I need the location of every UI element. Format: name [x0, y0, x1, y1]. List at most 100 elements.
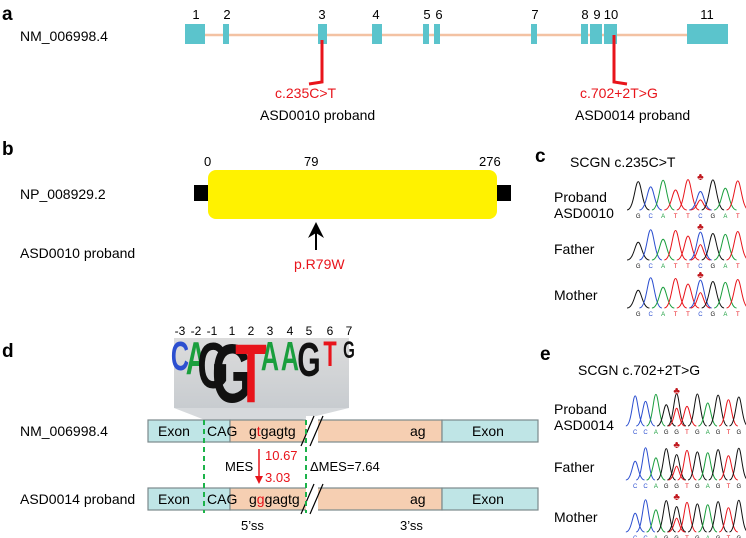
- logo-letter-7: G: [297, 332, 320, 387]
- chrom-c-father-variant-star: ♣: [697, 222, 704, 233]
- mes-arrow-head: [255, 476, 263, 484]
- logo-letter-6: A: [281, 335, 299, 379]
- exon-number-2: 2: [223, 7, 230, 22]
- chrom-c-father-base-8: T: [736, 264, 740, 270]
- position-5: 3: [267, 324, 274, 338]
- ref-exon2: [441, 419, 539, 443]
- panel-label-a: a: [2, 4, 13, 25]
- position-0: -3: [175, 324, 186, 338]
- chrom-e-proband-peak-1: [635, 400, 656, 427]
- chrom-e-father-base-9: T: [727, 484, 731, 490]
- e-row2: Father: [554, 459, 595, 475]
- logo-letter-0: C: [171, 335, 189, 379]
- chrom-c-father-peak-2: [651, 238, 675, 261]
- chrom-e-proband-base-1: C: [643, 430, 648, 436]
- exon-4: [372, 24, 382, 44]
- mut-break-mark: [300, 483, 324, 515]
- ref-exon2-label: Exon: [472, 423, 504, 439]
- mes-mut: 3.03: [265, 470, 290, 485]
- exon-blocks: [185, 24, 728, 44]
- chrom-c-proband-peak-4: [676, 179, 700, 211]
- mut-donor-seq: gggagtg: [249, 491, 300, 507]
- exon-number-8: 8: [581, 7, 588, 22]
- chrom-c-mother-base-8: T: [736, 312, 740, 318]
- variant2-proband: ASD0014 proband: [575, 107, 690, 123]
- exon-2: [223, 24, 229, 44]
- protein-nterm-block: [194, 185, 210, 201]
- mut-exon1-label: Exon: [158, 491, 190, 507]
- protein-cterm-block: [495, 185, 511, 201]
- logo-letter-3: G: [212, 326, 252, 420]
- chrom-e-mother-peak-9: [718, 507, 739, 533]
- chrom-e-father-peak-1: [635, 447, 656, 481]
- chrom-c-proband-base-3: T: [674, 214, 678, 220]
- chrom-e-father-peak-7: [698, 452, 718, 481]
- sequence-logo-bg: [174, 338, 349, 408]
- chrom-e-mother-base-0: C: [633, 536, 638, 538]
- chrom-e-father-peak-4: [667, 454, 687, 481]
- logo-letter-4: T: [235, 326, 267, 420]
- transcript-label-a: NM_006998.4: [20, 28, 108, 44]
- chrom-e-proband-base-3: G: [664, 430, 669, 436]
- chrom-c-father-base-2: A: [661, 264, 665, 270]
- chrom-e-proband-peak-2: [646, 393, 666, 427]
- chrom-e-father-peak-2: [646, 457, 666, 481]
- chrom-e-proband-base-4: G: [674, 430, 679, 436]
- exon-8: [581, 24, 588, 44]
- chrom-c-proband-peak-5: [689, 191, 712, 211]
- chrom-e-proband-base-7: A: [706, 430, 710, 436]
- chrom-e-proband-base-5: T: [685, 430, 689, 436]
- chrom-e-father-base-2: A: [654, 484, 658, 490]
- chrom-e-proband-peak-10: [729, 396, 746, 427]
- chrom-c-proband-base-0: G: [636, 214, 641, 220]
- chrom-e-father-peak-8: [708, 449, 728, 481]
- position-1: -2: [191, 324, 202, 338]
- chrom-c-mother-peak-1: [639, 277, 663, 309]
- chrom-e-father-base-3: G: [664, 484, 669, 490]
- chrom-e-father-variant-star: ♣: [673, 440, 680, 451]
- variant2-label: c.702+2T>G: [580, 85, 658, 101]
- position-2: -1: [207, 324, 218, 338]
- chrom-c-proband-peak-3: [664, 189, 687, 211]
- logo-letter-5: A: [261, 335, 279, 379]
- logo-letter-8: T: [323, 336, 336, 374]
- chrom-e-mother-peak-2: [646, 509, 666, 533]
- ref-rest: gagtg: [261, 423, 296, 439]
- chrom-c-father-peak-8: [726, 230, 746, 261]
- chrom-c-father-peak-7: [713, 233, 737, 261]
- chrom-c-mother-base-7: A: [723, 312, 727, 318]
- mut-label: ASD0014 proband: [20, 491, 135, 507]
- chrom-c-mother-peak-5: [689, 279, 712, 309]
- chrom-c-proband-peak-0: [626, 181, 650, 211]
- chrom-e-mother-base-9: T: [727, 536, 731, 538]
- exon-number-10: 10: [604, 7, 618, 22]
- chrom-e-mother-base-4: G: [674, 536, 679, 538]
- protein-label: NP_008929.2: [20, 186, 106, 202]
- chrom-e-father-peak-9: [718, 455, 739, 481]
- chrom-c-father-het-peak: [690, 244, 711, 261]
- logo-letter-1: A: [186, 333, 207, 385]
- chrom-e-proband-base-9: T: [727, 430, 731, 436]
- variant1-marker: [308, 40, 324, 86]
- position-6: 4: [287, 324, 294, 338]
- ref-label: NM_006998.4: [20, 423, 108, 439]
- chrom-e-proband-peak-9: [718, 399, 739, 427]
- chrom-e-proband-peak-7: [698, 402, 718, 427]
- logo-callout: [174, 408, 349, 420]
- chrom-c-mother-peak-8: [726, 278, 746, 309]
- exon-number-1: 1: [192, 7, 199, 22]
- exon-1: [185, 24, 205, 44]
- chrom-c-father-base-6: G: [711, 264, 716, 270]
- variant2-marker: [612, 35, 628, 86]
- chrom-e-father-peak-0: [625, 460, 645, 481]
- exon-5: [423, 24, 429, 44]
- ref-exon1-label: Exon: [158, 423, 190, 439]
- chrom-e-mother-base-10: G: [736, 536, 741, 538]
- chrom-c-father-base-0: G: [636, 264, 641, 270]
- chrom-c-proband-base-2: A: [661, 214, 665, 220]
- chrom-e-father-base-10: G: [736, 484, 741, 490]
- chrom-c-mother-base-0: G: [636, 312, 641, 318]
